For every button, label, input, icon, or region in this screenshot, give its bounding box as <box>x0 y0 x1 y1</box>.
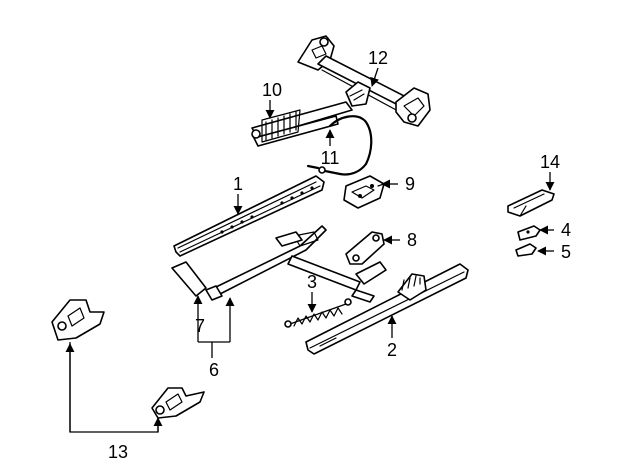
callout-7: 7 <box>195 316 205 336</box>
callout-11: 11 <box>321 148 340 168</box>
callout-2: 2 <box>387 340 397 360</box>
part-9-bracket <box>343 175 385 209</box>
part-4-clip <box>517 225 541 241</box>
callout-1: 1 <box>233 174 243 194</box>
callout-labels: 1 2 3 4 5 6 7 8 9 10 11 12 13 14 <box>108 48 571 462</box>
part-8-lever <box>345 231 385 265</box>
part-2-right-track-rail <box>305 263 469 355</box>
callout-13: 13 <box>108 442 128 462</box>
callout-9: 9 <box>405 174 415 194</box>
callout-12: 12 <box>368 48 388 68</box>
callout-5: 5 <box>561 242 571 262</box>
part-14-cover <box>507 189 555 217</box>
callout-10: 10 <box>262 80 282 100</box>
part-13-end-cover-front <box>51 299 105 341</box>
part-1-left-track-rail <box>173 175 325 257</box>
part-5-clip <box>515 243 537 257</box>
callout-4: 4 <box>561 220 571 240</box>
part-6-towel-bar-assembly <box>171 225 387 303</box>
callout-8: 8 <box>407 230 417 250</box>
callout-3: 3 <box>307 272 317 292</box>
callout-6: 6 <box>209 360 219 380</box>
callout-14: 14 <box>540 152 560 172</box>
part-3-spring <box>284 298 352 328</box>
part-10-upper-rail-spring <box>251 101 353 147</box>
leader-lines <box>65 67 555 433</box>
part-11-release-cable <box>306 115 373 176</box>
part-13-end-cover-rear <box>151 387 205 419</box>
part-12-upper-bar-assembly <box>297 35 431 127</box>
